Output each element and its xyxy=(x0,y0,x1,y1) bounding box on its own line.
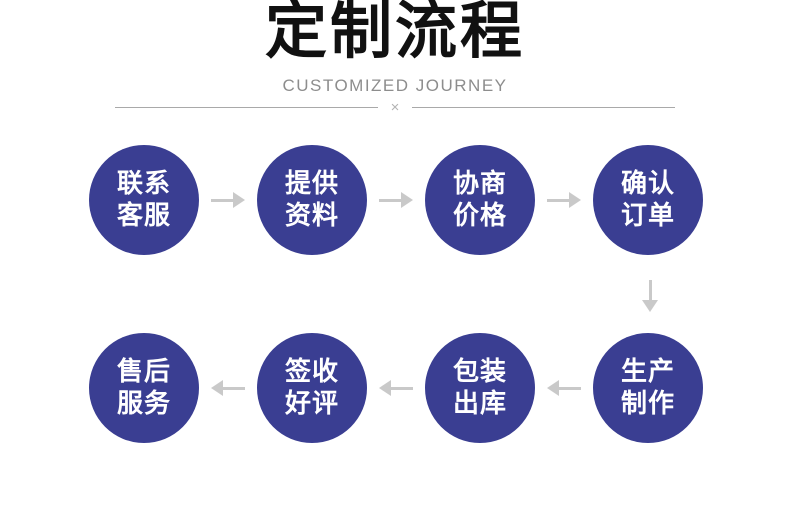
step-label-line: 联系 xyxy=(116,168,171,199)
step-circle-sign-review: 签收 好评 xyxy=(257,333,367,443)
step-label-line: 售后 xyxy=(116,356,171,387)
divider-line-right xyxy=(412,106,676,108)
title-divider: × xyxy=(115,98,676,116)
step-label-line: 确认 xyxy=(620,168,675,199)
arrow-right-icon xyxy=(367,186,425,214)
step-label-line: 出库 xyxy=(452,388,507,418)
step-label-line: 提供 xyxy=(284,168,339,199)
step-label-line: 制作 xyxy=(620,388,675,418)
step-label-line: 价格 xyxy=(452,200,507,230)
arrow-right-icon xyxy=(535,186,593,214)
step-label-line: 服务 xyxy=(116,388,171,418)
step-label-line: 订单 xyxy=(620,200,675,230)
step-circle-production: 生产 制作 xyxy=(593,333,703,443)
arrow-down-icon xyxy=(634,278,666,314)
step-label-line: 客服 xyxy=(116,200,171,230)
step-circle-pack-ship: 包装 出库 xyxy=(425,333,535,443)
page-title: 定制流程 xyxy=(264,0,525,66)
step-label-line: 生产 xyxy=(620,356,675,387)
step-label-line: 资料 xyxy=(284,200,339,230)
arrow-left-icon xyxy=(367,374,425,402)
page-subtitle: CUSTOMIZED JOURNEY xyxy=(282,76,508,95)
step-label-line: 包装 xyxy=(452,356,507,387)
step-label-line: 好评 xyxy=(284,388,339,418)
arrow-left-icon xyxy=(535,374,593,402)
divider-x-icon: × xyxy=(390,98,400,116)
step-label-line: 签收 xyxy=(284,356,339,387)
step-circle-contact-service: 联系 客服 xyxy=(89,145,199,255)
divider-line-left xyxy=(115,106,378,108)
arrow-left-icon xyxy=(199,374,257,402)
step-circle-provide-materials: 提供 资料 xyxy=(257,145,367,255)
step-circle-after-sales-service: 售后 服务 xyxy=(89,333,199,443)
step-circle-confirm-order: 确认 订单 xyxy=(593,145,703,255)
arrow-right-icon xyxy=(199,186,257,214)
step-label-line: 协商 xyxy=(452,168,507,199)
step-circle-negotiate-price: 协商 价格 xyxy=(425,145,535,255)
